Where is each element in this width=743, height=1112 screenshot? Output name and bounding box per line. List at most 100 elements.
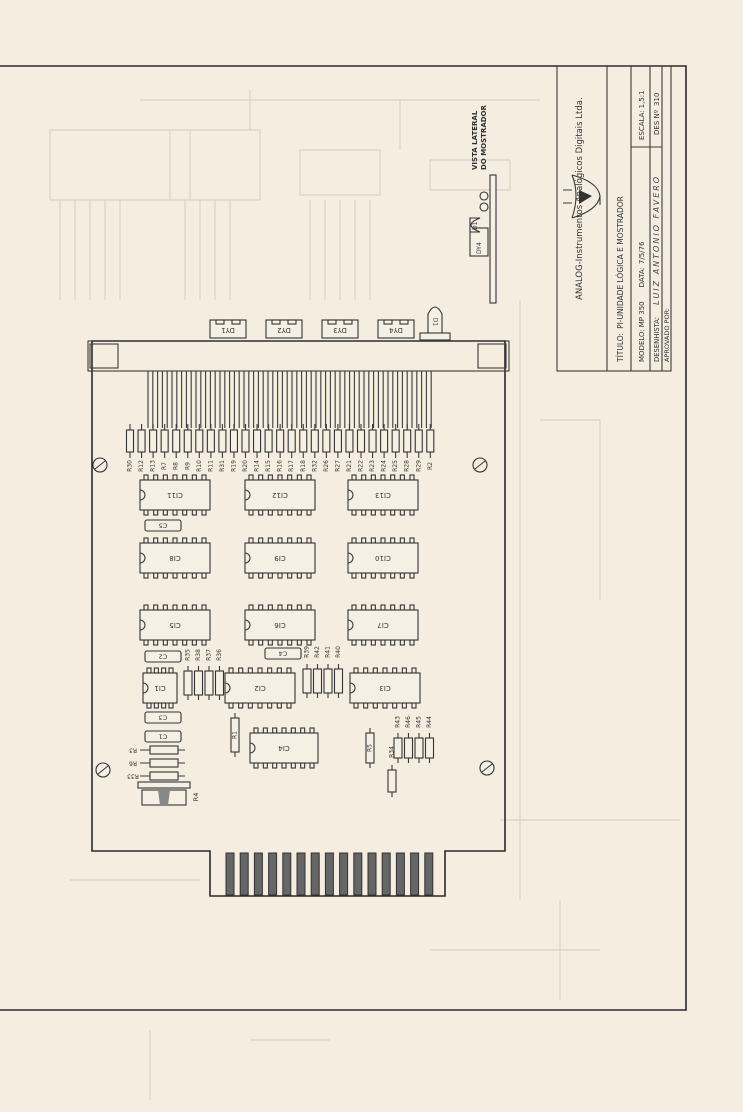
ic-body	[244, 542, 316, 574]
resistor-body	[414, 429, 423, 453]
resistor-r23: R23	[368, 424, 377, 472]
edge-connector-finger	[239, 852, 249, 896]
resistor-body	[149, 771, 179, 781]
ic-pin	[258, 604, 264, 611]
ic-pin	[409, 639, 415, 646]
display-label: DY3	[333, 326, 347, 334]
display-dy3: DY3	[321, 319, 359, 339]
ic-label: CI8	[169, 554, 180, 562]
ic-pin	[409, 474, 415, 481]
ic-pin	[191, 474, 197, 481]
ic-notch	[139, 489, 146, 501]
resistor-label: R3	[129, 747, 137, 754]
resistor-body	[299, 429, 308, 453]
ic-pin	[172, 572, 178, 579]
resistor-r20: R20	[241, 424, 250, 472]
led-body	[427, 306, 443, 337]
ic-pin	[399, 639, 405, 646]
ic-pin	[411, 667, 417, 674]
ic-pin	[162, 572, 168, 579]
ic-pin	[153, 702, 159, 709]
ic-ci9: CI9	[244, 537, 316, 579]
resistor-label: R12	[138, 460, 145, 472]
ic-label: CI12	[272, 491, 288, 499]
capacitor-label: C5	[159, 522, 168, 530]
ic-label: CI11	[167, 491, 183, 499]
display-label: DY4	[389, 326, 403, 334]
resistor-body	[230, 717, 240, 753]
resistor-label: R43	[395, 716, 402, 728]
ic-notch	[347, 619, 354, 631]
ic-pin	[390, 639, 396, 646]
ic-pin	[390, 604, 396, 611]
ic-pin	[287, 509, 293, 516]
ic-pin	[277, 474, 283, 481]
ic-pin	[182, 639, 188, 646]
resistor-label: R31	[219, 460, 226, 472]
resistor-body	[229, 429, 238, 453]
resistor-label: R23	[369, 460, 376, 472]
ic-ci1: CI1	[142, 667, 178, 709]
ic-pin	[287, 604, 293, 611]
resistor-body	[149, 745, 179, 755]
ic-pin	[401, 667, 407, 674]
ic-body	[139, 479, 211, 511]
ic-pin	[248, 639, 254, 646]
display-tab	[327, 319, 337, 325]
display-tab	[231, 319, 241, 325]
resistor-r14: R14	[253, 424, 262, 472]
ic-pin	[306, 537, 312, 544]
edge-connector-finger	[410, 852, 420, 896]
ic-pin	[182, 572, 188, 579]
resistor-body	[206, 429, 215, 453]
ic-pin	[382, 702, 388, 709]
ic-pin	[172, 509, 178, 516]
ic-pin	[172, 639, 178, 646]
ic-pin	[380, 604, 386, 611]
ic-pin	[306, 572, 312, 579]
capacitor-label: C4	[279, 650, 288, 658]
ic-pin	[272, 727, 278, 734]
resistor-r40: R40	[333, 646, 344, 698]
ic-notch	[224, 682, 231, 694]
ic-pin	[162, 509, 168, 516]
ic-pin	[277, 537, 283, 544]
resistor-body	[391, 429, 400, 453]
ic-pin	[258, 537, 264, 544]
resistor-body	[218, 429, 227, 453]
ic-ci3: CI3	[349, 667, 421, 709]
display-label: DY2	[277, 326, 291, 334]
ic-pin	[390, 474, 396, 481]
ic-pin	[353, 702, 359, 709]
resistor-body	[333, 429, 342, 453]
screw-icon	[95, 762, 111, 778]
drafter-label: DESENHISTA:	[653, 317, 661, 362]
resistor-label: R19	[230, 460, 237, 472]
led-d1: D1	[419, 306, 451, 341]
ic-pin	[287, 537, 293, 544]
resistor-label: R9	[184, 462, 191, 470]
ic-ci8: CI8	[139, 537, 211, 579]
ic-pin	[248, 604, 254, 611]
svg-text:DESENHISTA:: DESENHISTA:	[653, 317, 661, 362]
ic-label: CI5	[169, 621, 180, 629]
ic-pin	[182, 604, 188, 611]
resistor-r44: R44	[424, 716, 435, 763]
edge-connector-finger	[381, 852, 391, 896]
resistor-label: R40	[335, 646, 342, 658]
resistor-body	[323, 668, 333, 694]
resistor-body	[380, 429, 389, 453]
resistor-body	[276, 429, 285, 453]
side-view-caption-1: VISTA LATERAL	[471, 110, 479, 170]
led-label: D1	[432, 318, 439, 327]
ic-pin	[401, 702, 407, 709]
resistor-r32: R32	[310, 424, 319, 472]
ic-body	[224, 672, 296, 704]
ic-pin	[228, 702, 234, 709]
resistor-r3: R3	[129, 745, 185, 755]
resistor-r16: R16	[276, 424, 285, 472]
resistor-label: R36	[216, 649, 223, 661]
ic-notch	[347, 489, 354, 501]
resistor-r21: R21	[345, 424, 354, 472]
